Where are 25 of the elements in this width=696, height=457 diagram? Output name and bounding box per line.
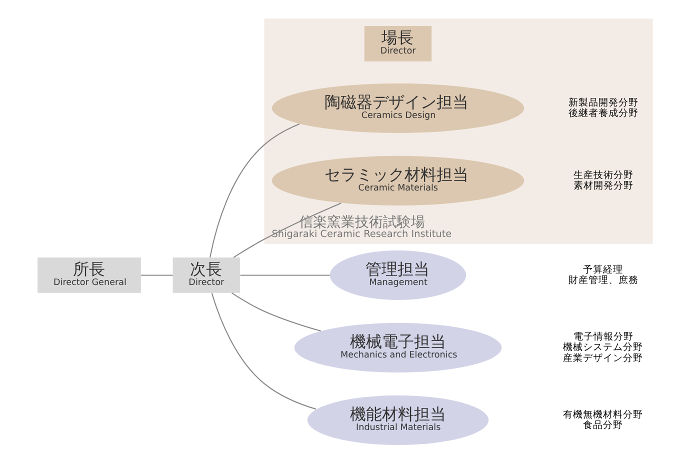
node-label: 電子情報分野 <box>572 332 633 343</box>
connector <box>240 274 330 276</box>
node-label: 後継者養成分野 <box>568 108 638 119</box>
node-label: 新製品開発分野 <box>568 97 638 108</box>
connector <box>209 124 300 258</box>
node-box: 所長 Director General <box>37 258 140 293</box>
node-box: 場長 Director <box>364 26 432 62</box>
connector <box>140 274 172 276</box>
node-label: 食品分野 <box>582 420 623 431</box>
node-label: 産業デザイン分野 <box>562 352 643 364</box>
node-label: 財産管理、庶務 <box>568 274 638 286</box>
connector <box>210 292 316 410</box>
node-ellipse: 機能材料担当 Industrial Materials <box>306 395 488 445</box>
node-ellipse: 陶磁器デザイン担当 Ceramics Design <box>271 83 524 133</box>
node-label: 予算経理 <box>582 264 623 276</box>
connector <box>232 202 341 258</box>
connector <box>231 292 320 332</box>
node-ellipse: 管理担当 Management <box>329 250 466 300</box>
node-ellipse: 機械電子担当 Mechanics and Electronics <box>294 322 502 372</box>
node-label: 有機無機材料分野 <box>562 409 643 420</box>
node-box: 次長 Director <box>172 258 240 293</box>
node-label: 素材開発分野 <box>572 180 633 192</box>
node-ellipse: セラミック材料担当 Ceramic Materials <box>271 156 524 206</box>
node-label: 生産技術分野 <box>572 170 633 181</box>
node-label: 機械システム分野 <box>562 342 643 354</box>
